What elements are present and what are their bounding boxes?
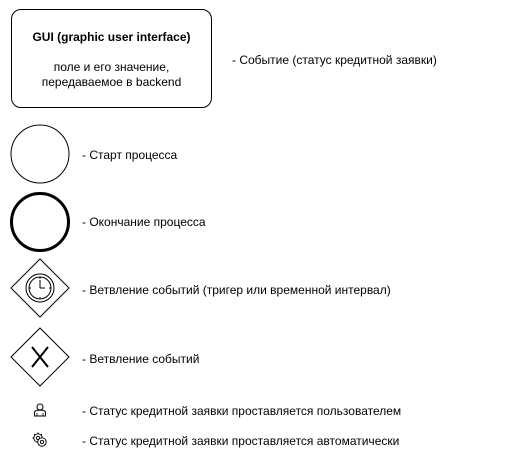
gui-box-text-line-2: передаваемое в backend	[41, 75, 182, 89]
event-label: - Событие (статус кредитной заявки)	[232, 53, 437, 67]
end-event-circle-icon	[10, 192, 70, 252]
start-event-circle-icon	[10, 124, 70, 184]
exclusive-gateway-x-icon	[10, 327, 70, 387]
timer-gateway-icon	[10, 258, 70, 318]
end-event-label: - Окончание процесса	[82, 215, 206, 229]
user-icon	[33, 403, 47, 417]
gui-box-title: GUI (graphic user interface)	[32, 30, 191, 44]
gui-element-box: GUI (graphic user interface) поле и его …	[11, 9, 212, 108]
exclusive-gateway-label: - Ветвление событий	[82, 352, 200, 366]
gui-box-text-line-1: поле и его значение,	[53, 60, 170, 74]
gear-icon	[32, 432, 47, 447]
start-event-label: - Старт процесса	[82, 148, 178, 162]
timer-gateway-label: - Ветвление событий (тригер или временно…	[82, 283, 391, 297]
user-task-label: - Статус кредитной заявки проставляется …	[82, 404, 402, 418]
service-task-label: - Статус кредитной заявки проставляется …	[82, 434, 400, 448]
